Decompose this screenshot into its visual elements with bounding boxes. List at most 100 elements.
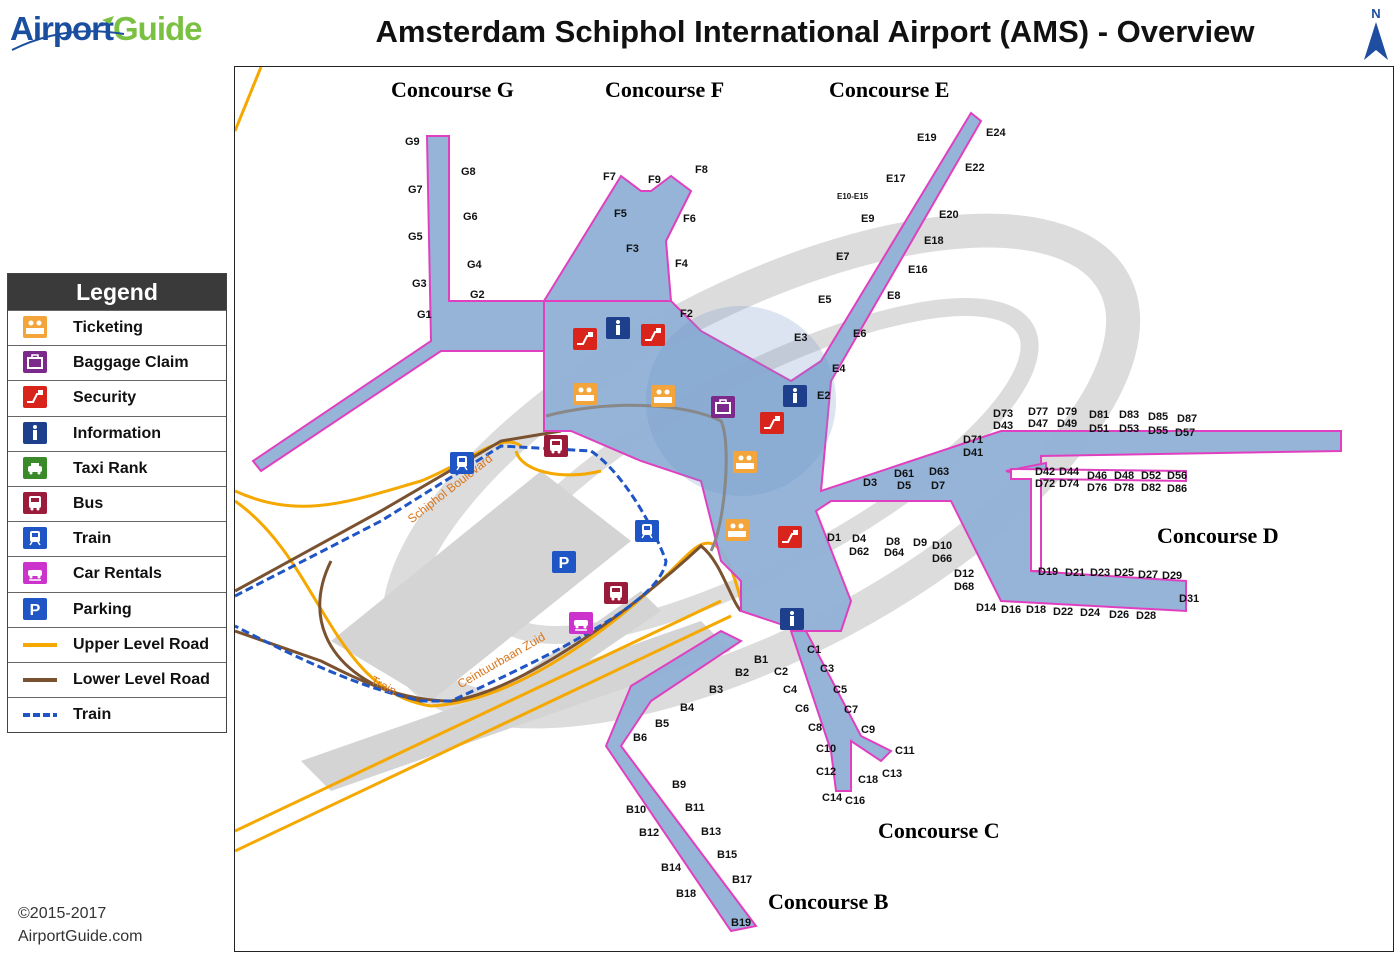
parking-icon: P bbox=[23, 597, 51, 622]
car-rental-icon bbox=[23, 562, 51, 586]
information-icon[interactable] bbox=[606, 317, 630, 339]
gate-label-e3: E3 bbox=[794, 332, 808, 344]
legend-row: Lower Level Road bbox=[8, 661, 226, 697]
bus-icon[interactable] bbox=[604, 582, 628, 604]
legend-row: Baggage Claim bbox=[8, 345, 226, 380]
gate-label-d85: D85 bbox=[1148, 411, 1169, 423]
gate-label-e10-e15: E10-E15 bbox=[837, 192, 869, 201]
train-icon[interactable] bbox=[635, 520, 659, 542]
gate-label-g3: G3 bbox=[412, 278, 427, 290]
gate-label-e22: E22 bbox=[965, 162, 985, 174]
gate-label-b4: B4 bbox=[680, 702, 695, 714]
gate-label-d61: D61 bbox=[894, 468, 915, 480]
gate-label-d86: D86 bbox=[1167, 483, 1188, 495]
gate-label-d52: D52 bbox=[1141, 470, 1162, 482]
gate-label-d29: D29 bbox=[1162, 570, 1183, 582]
concourse-d-label: Concourse D bbox=[1157, 523, 1279, 548]
gate-label-d73: D73 bbox=[993, 408, 1014, 420]
svg-text:N: N bbox=[1371, 6, 1380, 21]
concourse-c-label: Concourse C bbox=[878, 818, 1000, 843]
logo-text-part1: Airport bbox=[10, 10, 114, 47]
security-icon[interactable] bbox=[778, 526, 802, 548]
information-icon[interactable] bbox=[783, 385, 807, 407]
legend-row: Bus bbox=[8, 485, 226, 521]
gate-label-d53: D53 bbox=[1119, 423, 1140, 435]
concourse-d-inner bbox=[1010, 467, 1187, 572]
gate-label-e17: E17 bbox=[886, 173, 906, 185]
gate-label-d31: D31 bbox=[1179, 593, 1200, 605]
legend-row: Train bbox=[8, 697, 226, 732]
gate-label-d48: D48 bbox=[1114, 470, 1135, 482]
bus-icon[interactable] bbox=[544, 435, 568, 457]
legend-row: P Parking bbox=[8, 591, 226, 627]
concourse-g-label: Concourse G bbox=[391, 77, 514, 102]
legend-row: Information bbox=[8, 415, 226, 451]
airport-map: Concourse G Concourse F Concourse E Conc… bbox=[234, 66, 1394, 952]
copyright-site[interactable]: AirportGuide.com bbox=[18, 928, 143, 945]
security-icon[interactable] bbox=[573, 328, 597, 350]
gate-label-b17: B17 bbox=[732, 874, 753, 886]
taxi-icon bbox=[23, 456, 51, 481]
gate-label-d77: D77 bbox=[1028, 406, 1049, 418]
baggage-claim-icon[interactable] bbox=[711, 396, 735, 418]
gate-label-d10: D10 bbox=[932, 540, 953, 552]
gate-label-b1: B1 bbox=[754, 654, 769, 666]
ticketing-icon[interactable] bbox=[573, 383, 597, 405]
gate-label-d23: D23 bbox=[1090, 567, 1111, 579]
gate-label-d56: D56 bbox=[1167, 470, 1188, 482]
gate-label-d4: D4 bbox=[852, 533, 867, 545]
legend-label: Lower Level Road bbox=[73, 670, 210, 688]
gate-label-b10: B10 bbox=[626, 804, 647, 816]
gate-label-d19: D19 bbox=[1038, 566, 1059, 578]
gate-label-d78: D78 bbox=[1114, 482, 1135, 494]
security-icon[interactable] bbox=[641, 324, 665, 346]
train-icon[interactable] bbox=[450, 452, 474, 474]
legend-label: Train bbox=[73, 706, 112, 724]
gate-label-d18: D18 bbox=[1026, 604, 1047, 616]
gate-label-d3: D3 bbox=[863, 477, 878, 489]
gate-label-b6: B6 bbox=[633, 732, 648, 744]
ticketing-icon bbox=[23, 316, 51, 340]
gate-label-d5: D5 bbox=[897, 480, 912, 492]
legend-label: Parking bbox=[73, 600, 132, 618]
gate-label-d68: D68 bbox=[954, 581, 975, 593]
gate-label-b3: B3 bbox=[709, 684, 724, 696]
security-icon[interactable] bbox=[760, 412, 784, 434]
gate-label-f5: F5 bbox=[614, 208, 627, 220]
gate-label-c11: C11 bbox=[895, 745, 915, 757]
logo-plane-icon bbox=[11, 16, 125, 51]
gate-label-d25: D25 bbox=[1114, 567, 1135, 579]
ticketing-icon[interactable] bbox=[725, 519, 749, 541]
gate-label-c1: C1 bbox=[807, 644, 822, 656]
gate-label-d47: D47 bbox=[1028, 418, 1049, 430]
gate-label-f4: F4 bbox=[675, 258, 688, 270]
gate-label-e19: E19 bbox=[917, 132, 937, 144]
ticketing-icon[interactable] bbox=[733, 451, 757, 473]
gate-label-g5: G5 bbox=[408, 231, 423, 243]
concourse-b-label: Concourse B bbox=[768, 889, 889, 914]
legend-row: Upper Level Road bbox=[8, 626, 226, 662]
concourse-f-label: Concourse F bbox=[605, 77, 725, 102]
parking-icon[interactable]: P bbox=[552, 551, 576, 573]
legend-label: Security bbox=[73, 389, 137, 407]
gate-label-b18: B18 bbox=[676, 888, 697, 900]
gate-label-e7: E7 bbox=[836, 251, 850, 263]
gate-label-f6: F6 bbox=[683, 213, 696, 225]
gate-label-d7: D7 bbox=[931, 480, 946, 492]
upper-road-line bbox=[23, 633, 57, 657]
ticketing-icon[interactable] bbox=[651, 385, 675, 407]
gate-label-c4: C4 bbox=[783, 684, 798, 696]
gate-label-c8: C8 bbox=[808, 722, 823, 734]
gate-label-c7: C7 bbox=[844, 704, 859, 716]
gate-label-e24: E24 bbox=[986, 127, 1006, 139]
gate-label-f8: F8 bbox=[695, 164, 708, 176]
gate-label-d8: D8 bbox=[886, 536, 901, 548]
information-icon[interactable] bbox=[780, 608, 804, 630]
gate-label-f3: F3 bbox=[626, 243, 639, 255]
airportguide-logo: AirportGuide bbox=[4, 4, 209, 56]
svg-text:P: P bbox=[559, 555, 570, 572]
legend-title: Legend bbox=[8, 274, 226, 310]
legend-label: Train bbox=[73, 530, 112, 548]
car-rental-icon[interactable] bbox=[569, 612, 593, 634]
gate-label-f2: F2 bbox=[680, 308, 693, 320]
